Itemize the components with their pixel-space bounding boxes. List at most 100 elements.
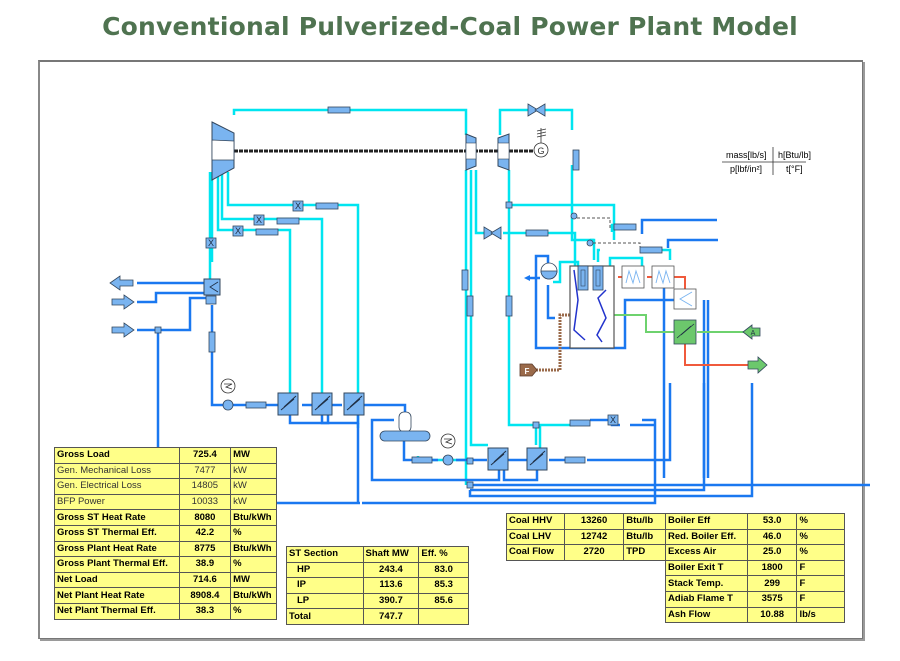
feedwater-pump xyxy=(440,433,456,466)
row-value: 25.0 xyxy=(746,544,798,561)
row-label: Coal HHV xyxy=(506,513,565,530)
plant-summary-row: Gross ST Thermal Eff.42.2% xyxy=(54,524,277,542)
st-shaft-mw: 390.7 xyxy=(362,592,420,610)
st-shaft-mw: 747.7 xyxy=(362,608,420,625)
water-lines xyxy=(137,218,870,505)
row-unit: % xyxy=(230,556,277,573)
st-section-name: HP xyxy=(286,561,364,579)
row-value: 13260 xyxy=(563,513,625,530)
row-unit: kW xyxy=(230,462,277,480)
st-header-section: ST Section xyxy=(286,546,364,563)
superheater-1 xyxy=(621,265,645,289)
row-value: 2720 xyxy=(563,544,625,561)
hp-feedwater-heater-2 xyxy=(526,447,548,471)
st-row-lp: LP 390.7 85.6 xyxy=(286,592,469,610)
st-eff: 85.3 xyxy=(418,577,469,594)
junction-nodes xyxy=(154,201,594,489)
st-eff: 83.0 xyxy=(418,561,469,579)
st-header-eff: Eff. % xyxy=(418,546,469,563)
economizer xyxy=(673,288,697,310)
row-label: Net Load xyxy=(54,571,180,589)
row-value: 42.2 xyxy=(178,524,232,542)
st-eff xyxy=(418,608,469,625)
ip-turbine xyxy=(465,133,477,171)
row-value: 8775 xyxy=(178,540,232,558)
row-unit: MW xyxy=(230,571,277,589)
air-lines xyxy=(606,314,745,333)
valve-mid[interactable] xyxy=(483,226,502,240)
air-heater xyxy=(673,319,697,345)
row-label: Coal Flow xyxy=(506,544,565,561)
row-value: 10.88 xyxy=(746,606,798,624)
row-unit: Btu/kWh xyxy=(230,509,277,526)
page-title: Conventional Pulverized-Coal Power Plant… xyxy=(102,12,798,41)
row-value: 7477 xyxy=(178,462,232,480)
legend-pressure: p[lbf/in²] xyxy=(730,164,763,174)
row-unit: Btu/kWh xyxy=(230,587,277,604)
st-section-table: ST Section Shaft MW Eff. % HP 243.4 83.0… xyxy=(286,546,469,625)
st-shaft-mw: 243.4 xyxy=(362,561,420,579)
boiler-row: Red. Boiler Eff.46.0% xyxy=(665,528,845,546)
row-unit: % xyxy=(230,524,277,542)
row-value: 53.0 xyxy=(746,513,798,530)
control-lines xyxy=(577,217,641,247)
condensate-pump xyxy=(220,378,236,411)
row-label: Coal LHV xyxy=(506,528,565,546)
fuel-inlet-arrow: F xyxy=(519,363,538,377)
generator-label: G xyxy=(537,146,544,156)
row-unit: F xyxy=(796,559,845,577)
row-value: 3575 xyxy=(746,590,798,608)
row-label: Excess Air xyxy=(665,544,748,561)
row-label: Stack Temp. xyxy=(665,575,748,592)
row-unit: Btu/lb xyxy=(623,528,670,546)
legend-enthalpy: h[Btu/lb] xyxy=(778,150,812,160)
svg-text:X: X xyxy=(208,238,214,248)
row-unit: F xyxy=(796,575,845,592)
st-section-name: LP xyxy=(286,592,364,610)
svg-text:X: X xyxy=(235,226,241,236)
row-value: 10033 xyxy=(178,493,232,511)
valve-top[interactable] xyxy=(527,103,546,117)
svg-text:X: X xyxy=(610,415,616,425)
cooling-water-inlet-arrow-2 xyxy=(111,322,135,338)
row-unit: % xyxy=(230,602,277,620)
pipe-segments xyxy=(208,106,663,464)
row-unit: kW xyxy=(230,493,277,511)
plant-summary-row: Net Plant Thermal Eff.38.3% xyxy=(54,602,277,620)
lp-turbine xyxy=(497,133,510,171)
row-label: Red. Boiler Eff. xyxy=(665,528,748,546)
row-label: Gross ST Heat Rate xyxy=(54,509,180,526)
row-unit: Btu/lb xyxy=(623,513,670,530)
st-row-hp: HP 243.4 83.0 xyxy=(286,561,469,579)
legend-temperature: t[°F] xyxy=(786,164,803,174)
row-unit: F xyxy=(796,590,845,608)
row-value: 299 xyxy=(746,575,798,592)
deaerator xyxy=(379,411,431,442)
row-value: 725.4 xyxy=(178,447,232,464)
row-value: 12742 xyxy=(563,528,625,546)
row-value: 8908.4 xyxy=(178,587,232,604)
row-value: 38.9 xyxy=(178,556,232,573)
row-label: Gen. Electrical Loss xyxy=(54,478,180,495)
st-section-name: Total xyxy=(286,608,364,625)
row-unit: lb/s xyxy=(796,606,845,624)
generator: G xyxy=(533,128,549,158)
row-value: 46.0 xyxy=(746,528,798,546)
hp-turbine xyxy=(211,121,235,181)
legend-mass: mass[lb/s] xyxy=(726,150,767,160)
lp-feedwater-heater-3 xyxy=(343,392,365,416)
superheater-2 xyxy=(651,265,675,289)
st-shaft-mw: 113.6 xyxy=(362,577,420,594)
row-label: Net Plant Heat Rate xyxy=(54,587,180,604)
svg-text:X: X xyxy=(256,215,262,225)
row-label: Boiler Eff xyxy=(665,513,748,530)
